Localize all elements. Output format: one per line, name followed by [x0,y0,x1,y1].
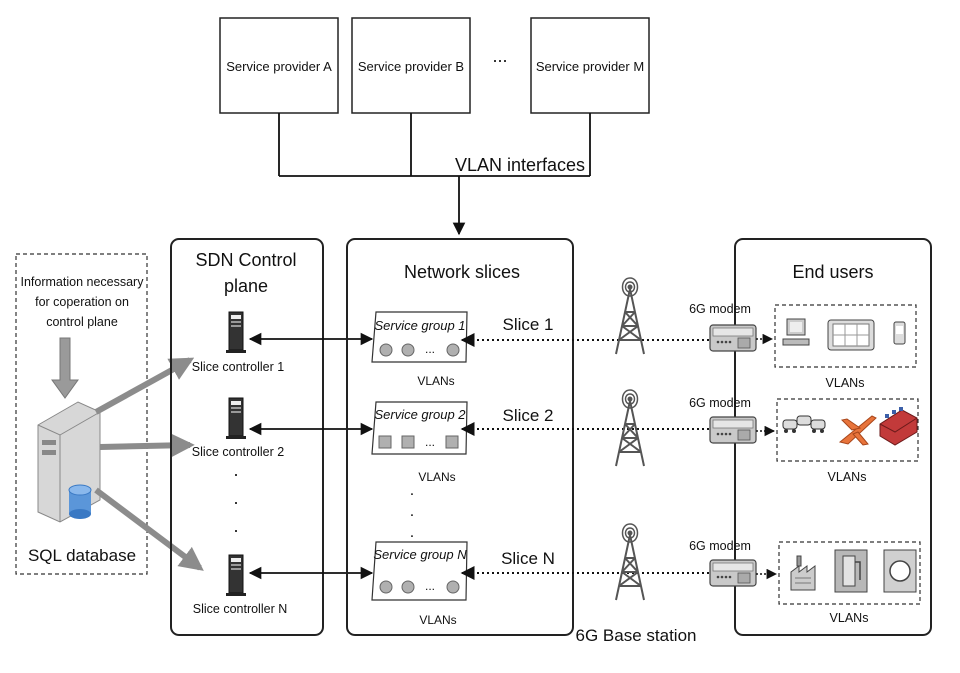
info-line: Information necessary [21,275,145,289]
db-to-controller-arrows [94,357,204,571]
modem-label: 6G modem [689,539,751,553]
service-group-n: Service group N ... [371,541,468,601]
factory-icon [790,555,816,591]
slice-controller-n-icon [225,554,247,597]
train-icon [879,407,918,446]
controller-label: Slice controller 1 [192,360,284,374]
info-line: for coperation on [35,295,129,309]
desktop-computer-icon [782,318,810,346]
base-station-tower-icon [615,523,645,601]
group-label: Service group 1 [374,318,465,333]
provider-label: Service provider A [226,59,332,74]
slice-controller-1-icon [225,311,247,354]
modem-icon [709,416,757,444]
controller-label: Slice controller N [193,602,287,616]
base-station-tower-icon [615,389,645,467]
mobile-phone-icon [893,321,906,345]
group-ellipsis: ... [425,435,435,449]
smart-meter-icon [883,549,917,593]
db-panel: Information necessary for coperation on … [15,253,148,575]
group-label: Service group 2 [374,407,466,422]
fuel-pump-icon [834,549,868,593]
vlan-interface-bus [278,113,591,236]
service-provider-b: Service provider B [351,17,471,114]
slice-label: Slice 1 [502,315,553,334]
base-station-tower-icon [615,277,645,355]
service-provider-m: Service provider M [530,17,650,114]
airplane-icon [838,415,877,446]
slice-controller-2-icon [225,397,247,440]
vertical-dot: . [233,516,238,536]
provider-label: Service provider B [358,59,464,74]
slice-wireless-links [460,333,710,580]
controller-label: Slice controller 2 [192,445,284,459]
vlan-interfaces-label: VLAN interfaces [455,155,585,175]
vertical-dot: . [233,488,238,508]
vlans-label: VLANs [418,470,455,484]
end-users-panel: End users 6G modem VLANs 6G modem [689,238,932,636]
group-ellipsis: ... [425,579,435,593]
provider-label: Service provider M [536,59,644,74]
vlans-label: VLANs [826,376,865,390]
vertical-dot: . [410,503,414,520]
vertical-dot: . [410,524,414,541]
info-line: control plane [46,315,118,329]
vlans-label: VLANs [828,470,867,484]
vertical-dot: . [233,460,238,480]
cars-icon [782,415,826,433]
network-slices-panel: Network slices Service group 1 ... VLANs… [346,238,574,636]
end-users-title: End users [792,262,873,282]
sdn-title-line: SDN Control [195,250,296,270]
vlans-label: VLANs [830,611,869,625]
service-group-2: Service group 2 ... [371,401,468,455]
sdn-control-plane-panel: SDN Control plane Slice controller 1 Sli… [170,238,324,636]
modem-label: 6G modem [689,396,751,410]
group-label: Service group N [373,547,467,562]
sdn-title-line: plane [224,276,268,296]
vertical-dot: . [410,482,414,499]
providers-ellipsis: ... [492,46,507,66]
service-provider-a: Service provider A [219,17,339,114]
service-group-1: Service group 1 ... [371,311,468,363]
controller-group-links [248,332,374,580]
database-server-icon [37,401,101,523]
modem-icon [709,559,757,587]
network-slices-title: Network slices [404,262,520,282]
slice-label: Slice 2 [502,406,553,425]
tablet-icon [827,319,875,351]
sql-database-label: SQL database [28,546,136,565]
group-ellipsis: ... [425,342,435,356]
vlans-label: VLANs [417,374,454,388]
modem-label: 6G modem [689,302,751,316]
base-station-label: 6G Base station [576,626,697,645]
slice-label: Slice N [501,549,555,568]
modem-icon [709,324,757,352]
vlans-label: VLANs [419,613,456,627]
